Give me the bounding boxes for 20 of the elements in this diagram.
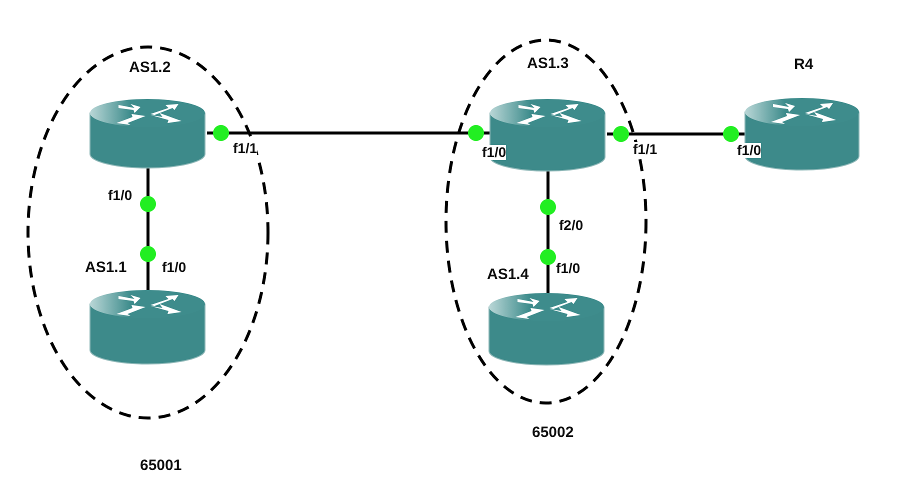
interface-label: f1/0 xyxy=(737,143,762,158)
router-name: AS1.4 xyxy=(487,266,529,283)
router-name: R4 xyxy=(794,56,814,73)
interface-label: f1/1 xyxy=(633,142,658,157)
as-number-caption: 65002 xyxy=(532,424,574,441)
router-name: AS1.3 xyxy=(527,55,569,72)
router-name: AS1.1 xyxy=(85,259,127,276)
interface-label: f1/1 xyxy=(233,141,258,156)
interface-label: f1/0 xyxy=(108,188,132,203)
router-name: AS1.2 xyxy=(129,59,171,76)
interface-label: f1/0 xyxy=(482,145,506,160)
link-line xyxy=(146,166,150,292)
link-line xyxy=(207,132,490,134)
as-number-caption: 65001 xyxy=(140,457,182,474)
interface-label: f2/0 xyxy=(559,218,584,233)
as-group-ellipse xyxy=(26,45,270,420)
link-line xyxy=(607,132,745,136)
interface-label: f1/0 xyxy=(556,261,580,276)
interface-label: f1/0 xyxy=(162,260,186,275)
link-line xyxy=(546,169,550,295)
